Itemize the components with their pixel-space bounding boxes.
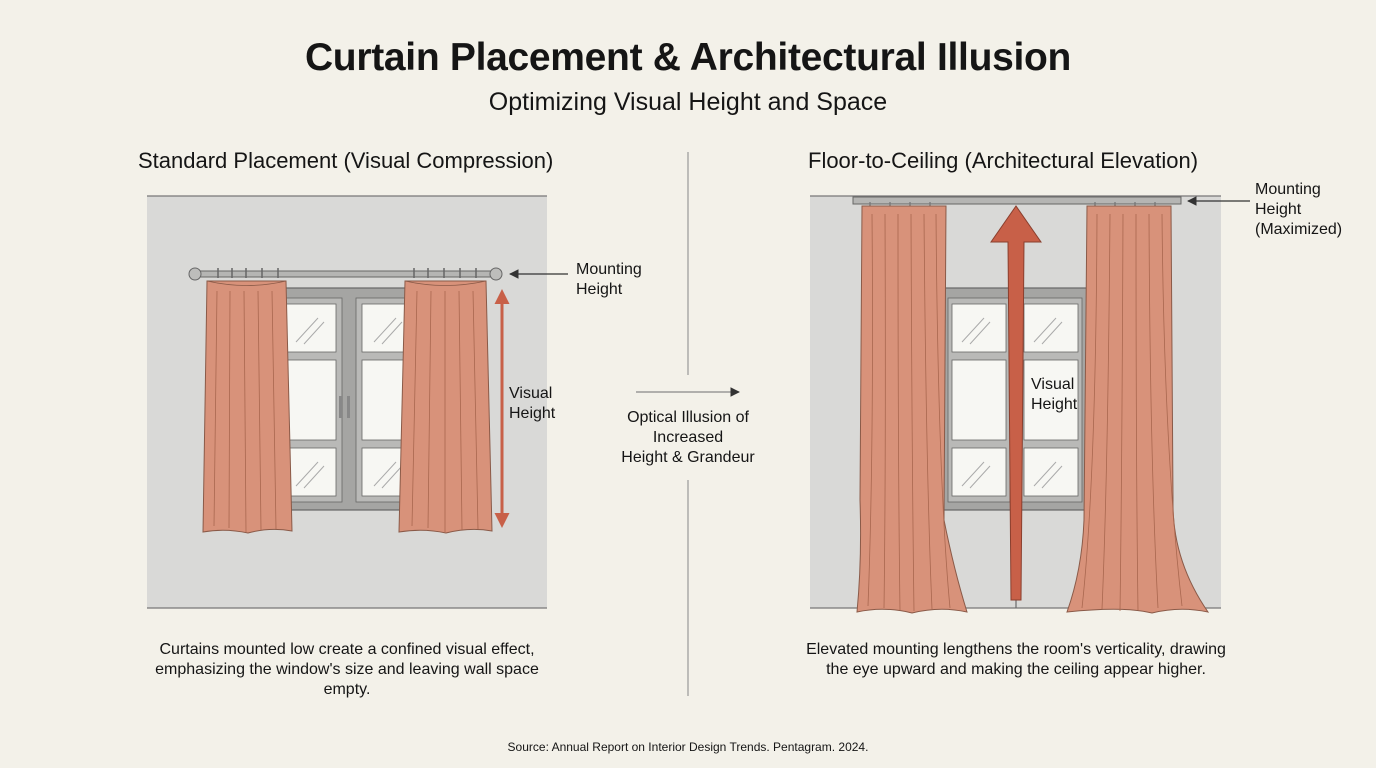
page-subtitle: Optimizing Visual Height and Space xyxy=(488,88,888,116)
right-room xyxy=(810,195,1250,614)
right-visual-label: Visual Height xyxy=(1031,376,1078,413)
left-caption: Curtains mounted low create a confined v… xyxy=(155,641,539,698)
left-panel-heading: Standard Placement (Visual Compression) xyxy=(138,148,554,173)
left-curtain-a xyxy=(202,280,293,534)
center-illusion-label: Optical Illusion of Increased Height & G… xyxy=(608,408,768,468)
right-curtain-b xyxy=(1066,205,1210,614)
left-curtain-rod xyxy=(188,267,503,281)
center-divider xyxy=(636,152,740,696)
right-panel-heading: Floor-to-Ceiling (Architectural Elevatio… xyxy=(808,148,1199,173)
right-mounting-label: Mounting Height (Maximized) xyxy=(1255,181,1343,238)
page-title: Curtain Placement & Architectural Illusi… xyxy=(304,36,1072,79)
left-visual-label: Visual Height xyxy=(509,385,556,422)
right-caption: Elevated mounting lengthens the room's v… xyxy=(806,641,1226,678)
left-room xyxy=(147,195,568,609)
right-visual-height-arrow xyxy=(990,205,1042,601)
left-mounting-label: Mounting Height xyxy=(576,261,642,298)
right-curtain-a xyxy=(856,205,968,614)
source-note: Source: Annual Report on Interior Design… xyxy=(507,740,869,754)
left-curtain-b xyxy=(398,280,493,534)
